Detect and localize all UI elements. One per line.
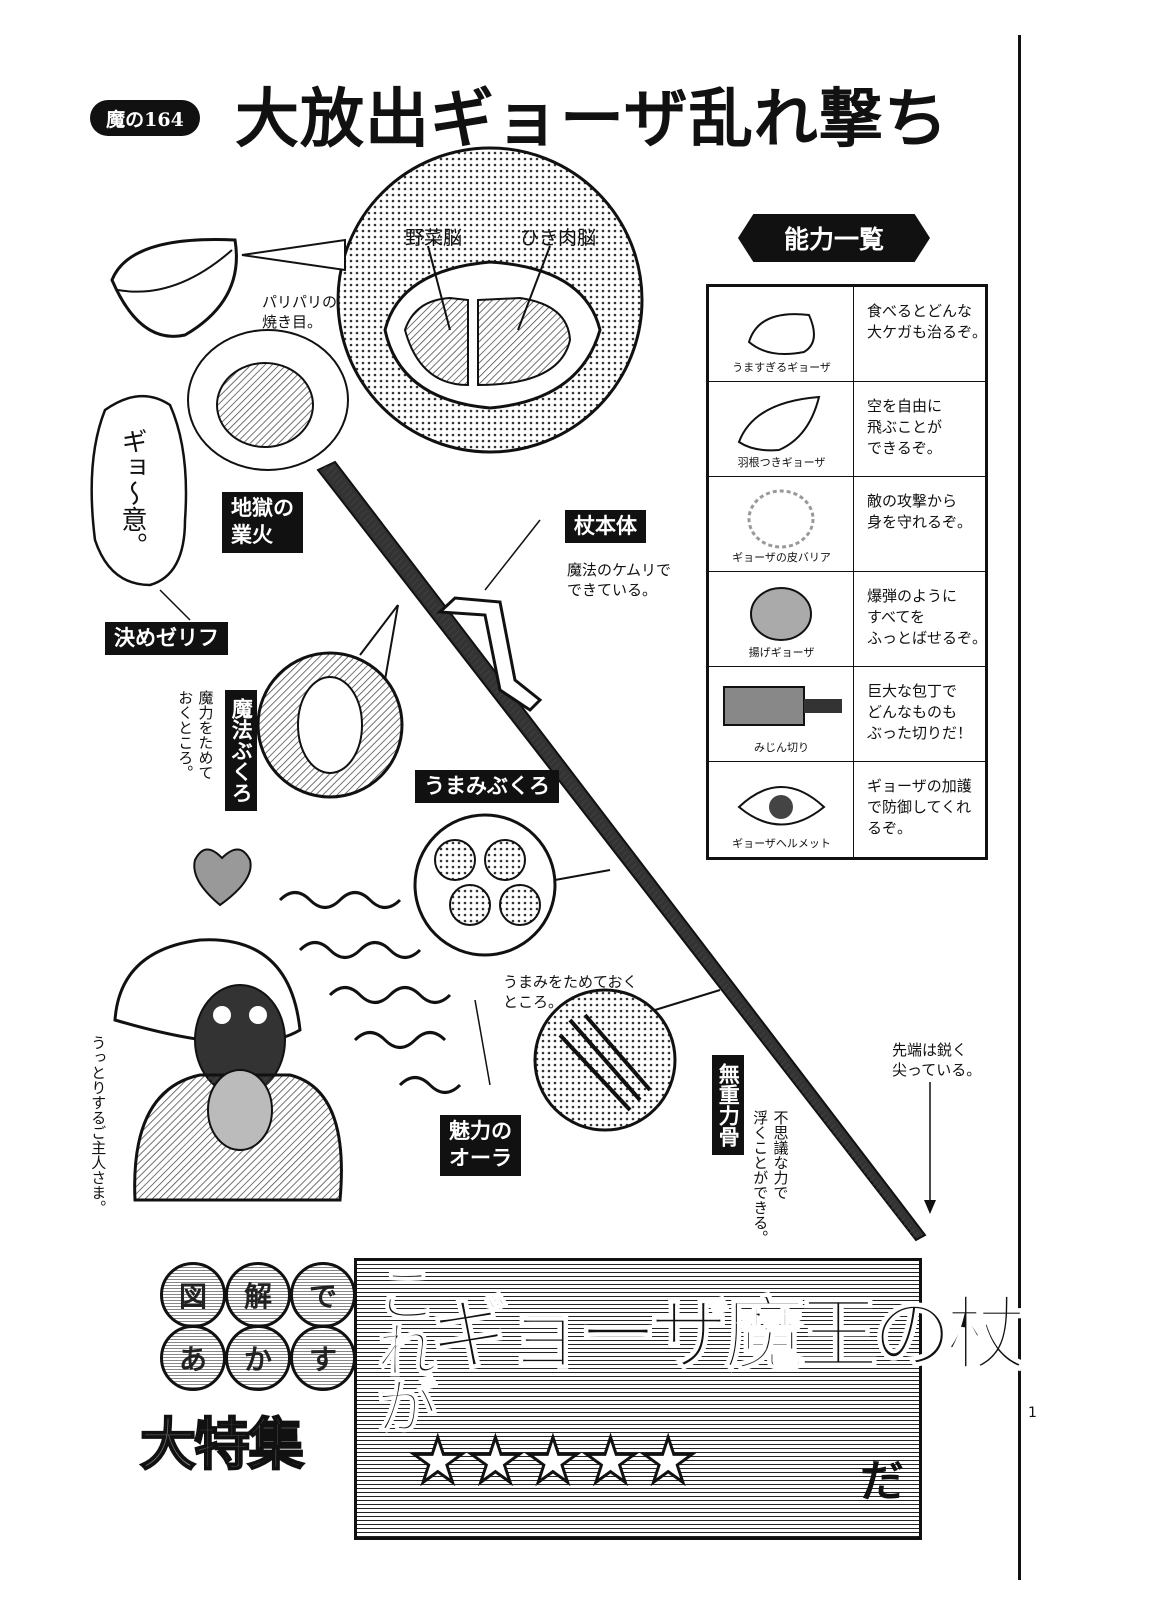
ability-name: みじん切り (754, 741, 809, 754)
label-charm-aura: 魅力の オーラ (440, 1115, 521, 1176)
banner-stars: ★★★★★ (409, 1423, 698, 1499)
ability-desc: 食べるとどんな 大ケガも治るぞ。 (867, 302, 988, 341)
ability-row: 羽根つきギョーザ 空を自由に 飛ぶことが できるぞ。 (709, 382, 985, 477)
banner-circle: か (225, 1325, 291, 1391)
banner-circle: で (290, 1262, 356, 1328)
tip-note: 先端は鋭く 尖っている。 (892, 1041, 982, 1080)
staff-body-note: 魔法のケムリで できている。 (567, 561, 671, 600)
banner-box (354, 1258, 922, 1540)
brain-zoom (241, 146, 644, 454)
banner-circle: 解 (225, 1262, 291, 1328)
page-number: 1 (1028, 1405, 1037, 1421)
label-catchphrase: 決めゼリフ (105, 622, 228, 656)
zero-gravity-note: 不思議な力で 浮くことができる。 (751, 1110, 790, 1245)
chapter-badge: 魔の164 (90, 100, 200, 136)
ability-row: ギョーザの皮バリア 敵の攻撃から 身を守れるぞ。 (709, 477, 985, 572)
ability-name: ギョーザヘルメット (732, 837, 831, 850)
ability-name: ギョーザの皮バリア (732, 551, 831, 564)
ability-name: 揚げギョーザ (748, 646, 815, 659)
label-hellfire: 地獄の 業火 (222, 492, 303, 553)
chapter-title: 大放出ギョーザ乱れ撃ち (235, 82, 949, 157)
banner-title: ギョーザ魔王の杖 (429, 1287, 1027, 1382)
umami-pouch-zoom (413, 813, 611, 957)
ability-row: みじん切り 巨大な包丁で どんなものも ぶった切りだ！ (709, 667, 985, 762)
crispy-note: パリパリの 焼き目。 (262, 293, 338, 332)
heart-drawing (193, 848, 252, 907)
umami-note: うまみをためておく ところ。 (503, 973, 638, 1012)
label-vegetable-brain: 野菜脳 (405, 227, 463, 249)
label-meat-brain: ひき肉脳 (520, 227, 597, 249)
speech-text: ギョ〜意。 (117, 428, 147, 558)
banner-kore: これが (364, 1261, 439, 1431)
magic-pouch-zoom (256, 604, 404, 799)
banner-circle: あ (160, 1325, 226, 1391)
ability-row: ギョーザヘルメット ギョーザの加護 で防御してくれ るぞ。 (709, 762, 985, 857)
master-note: うっとりするご主人さま。 (89, 1035, 108, 1215)
aura-waves (278, 891, 462, 1094)
ability-row: うますぎるギョーザ 食べるとどんな 大ケガも治るぞ。 (709, 287, 988, 382)
ability-desc: 巨大な包丁で どんなものも ぶった切りだ！ (867, 682, 973, 742)
banner-feature: 大特集 (139, 1412, 305, 1479)
label-zero-gravity-bone: 無重力骨 (712, 1055, 745, 1155)
banner-circle: 図 (160, 1262, 226, 1328)
master-drawing (113, 938, 343, 1202)
label-magic-pouch: 魔法ぶくろ (225, 690, 258, 811)
hellfire-drawing (187, 329, 349, 471)
bone-zoom (533, 988, 721, 1132)
ability-row: 揚げギョーザ 爆弾のように すべてを ふっとばせるぞ。 (709, 572, 988, 667)
label-umami-pouch: うまみぶくろ (415, 770, 559, 804)
ability-desc: ギョーザの加護 で防御してくれ るぞ。 (867, 777, 972, 837)
ability-desc: 空を自由に 飛ぶことが できるぞ。 (867, 397, 943, 457)
speech-bubble (90, 394, 188, 587)
gyoza-drawing (110, 238, 238, 338)
ability-name: うますぎるギョーザ (732, 361, 831, 374)
ability-name: 羽根つきギョーザ (737, 456, 826, 469)
banner-circle: す (290, 1325, 356, 1391)
label-staff-body: 杖本体 (565, 510, 646, 544)
ability-desc: 敵の攻撃から 身を守れるぞ。 (867, 492, 973, 531)
abilities-table: うますぎるギョーザ 食べるとどんな 大ケガも治るぞ。 羽根つきギョーザ 空を自由… (706, 284, 988, 860)
ability-desc: 爆弾のように すべてを ふっとばせるぞ。 (867, 587, 988, 647)
page-divider (1018, 35, 1021, 1580)
staff-drawing (316, 460, 927, 1242)
banner-da: だ (860, 1456, 904, 1507)
magic-pouch-note: 魔力をためて おくところ。 (176, 690, 215, 780)
abilities-header: 能力一覧 (738, 214, 930, 262)
